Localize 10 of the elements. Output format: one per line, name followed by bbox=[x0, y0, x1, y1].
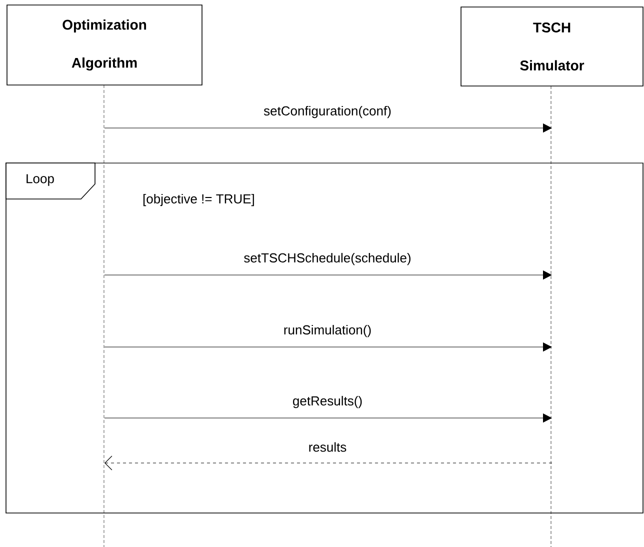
message-label: setConfiguration(conf) bbox=[264, 106, 391, 118]
message-label: getResults() bbox=[293, 396, 362, 408]
participant-box: TSCH Simulator bbox=[460, 6, 644, 86]
message-label: results bbox=[309, 442, 346, 452]
message-label: runSimulation() bbox=[284, 324, 371, 338]
message-label: setTSCHSchedule(schedule) bbox=[244, 252, 410, 266]
message-arrow bbox=[104, 456, 552, 470]
participant-box: Optimization Algorithm bbox=[6, 4, 202, 86]
loop-tab: Loop bbox=[6, 162, 96, 200]
guard-condition: [objective != TRUE] bbox=[143, 194, 254, 206]
